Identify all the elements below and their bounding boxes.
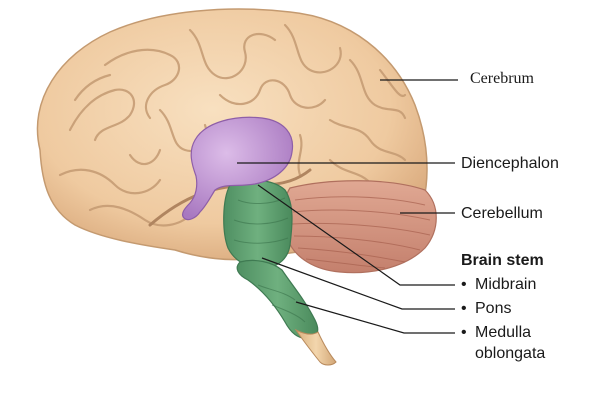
label-cerebellum: Cerebellum bbox=[461, 205, 543, 222]
label-pons: Pons bbox=[475, 300, 512, 317]
bullet-icon bbox=[461, 276, 475, 293]
label-pons-row: Pons bbox=[461, 300, 511, 318]
label-cerebrum: Cerebrum bbox=[470, 70, 534, 87]
label-midbrain-row: Midbrain bbox=[461, 276, 536, 294]
label-medulla-line2: oblongata bbox=[475, 345, 546, 362]
leader-lines bbox=[237, 79, 458, 334]
diencephalon-region bbox=[181, 116, 294, 221]
leader-line-medulla bbox=[295, 301, 455, 334]
bullet-icon bbox=[461, 324, 475, 341]
brain-stem-region bbox=[223, 179, 319, 340]
bullet-icon bbox=[461, 300, 475, 317]
leader-line-pons bbox=[261, 257, 455, 310]
label-medulla-row: Medulla bbox=[461, 324, 531, 342]
label-brain-stem-heading: Brain stem bbox=[461, 252, 544, 269]
cerebellum-region bbox=[283, 180, 437, 274]
spinal-cord-region bbox=[294, 328, 337, 366]
label-diencephalon: Diencephalon bbox=[461, 155, 559, 172]
leader-line-midbrain bbox=[257, 184, 455, 286]
label-midbrain: Midbrain bbox=[475, 276, 537, 293]
label-medulla-line1: Medulla bbox=[475, 324, 532, 341]
